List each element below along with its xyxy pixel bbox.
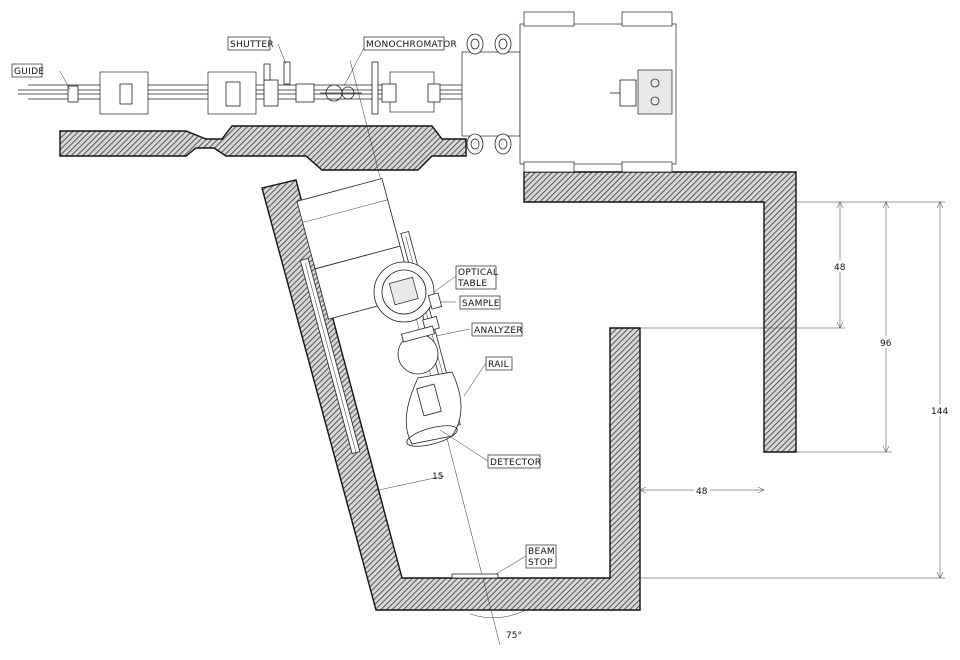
label-shutter-text: SHUTTER	[230, 40, 274, 50]
dimension-texts: 48 96 144 48 15 75°	[432, 260, 950, 641]
drive-unit	[461, 11, 677, 173]
label-detector-text: DETECTOR	[490, 458, 541, 468]
beamline-shield-slab	[59, 125, 467, 171]
label-rail: RAIL	[485, 356, 513, 371]
dim-angle: 75°	[506, 631, 522, 641]
label-shutter: SHUTTER	[227, 36, 274, 51]
label-rail-text: RAIL	[488, 360, 509, 370]
sample-holder	[422, 292, 443, 333]
label-analyzer-text: ANALYZER	[474, 326, 523, 336]
dim-48-lower: 48	[696, 487, 708, 497]
dim-96: 96	[880, 339, 892, 349]
label-beam-stop-line1: BEAM	[528, 547, 555, 557]
label-monochromator: MONOCHROMATOR	[363, 36, 457, 51]
label-beam-stop: BEAM STOP	[525, 544, 557, 569]
beam-stop	[451, 573, 499, 579]
dim-144: 144	[931, 407, 948, 417]
label-optical-table: OPTICAL TABLE	[455, 265, 498, 290]
dim-15: 15	[432, 472, 443, 482]
label-sample-text: SAMPLE	[462, 299, 500, 309]
label-beam-stop-line2: STOP	[528, 558, 553, 568]
label-optical-table-line2: TABLE	[457, 279, 487, 289]
label-guide-text: GUIDE	[14, 67, 44, 77]
upper-right-wall	[523, 171, 797, 453]
callout-leaders	[59, 43, 527, 575]
beamline-guide	[18, 61, 490, 115]
label-monochromator-text: MONOCHROMATOR	[366, 40, 457, 50]
label-detector: DETECTOR	[487, 454, 541, 469]
shielding-walls	[59, 125, 797, 611]
label-guide: GUIDE	[11, 63, 44, 78]
label-analyzer: ANALYZER	[471, 322, 523, 337]
label-optical-table-line1: OPTICAL	[458, 268, 498, 278]
detector	[405, 371, 462, 447]
dimension-lines	[373, 201, 945, 619]
label-sample: SAMPLE	[459, 295, 501, 310]
analyzer	[397, 325, 439, 375]
dim-48-upper: 48	[834, 263, 846, 273]
optical-table	[373, 261, 435, 323]
